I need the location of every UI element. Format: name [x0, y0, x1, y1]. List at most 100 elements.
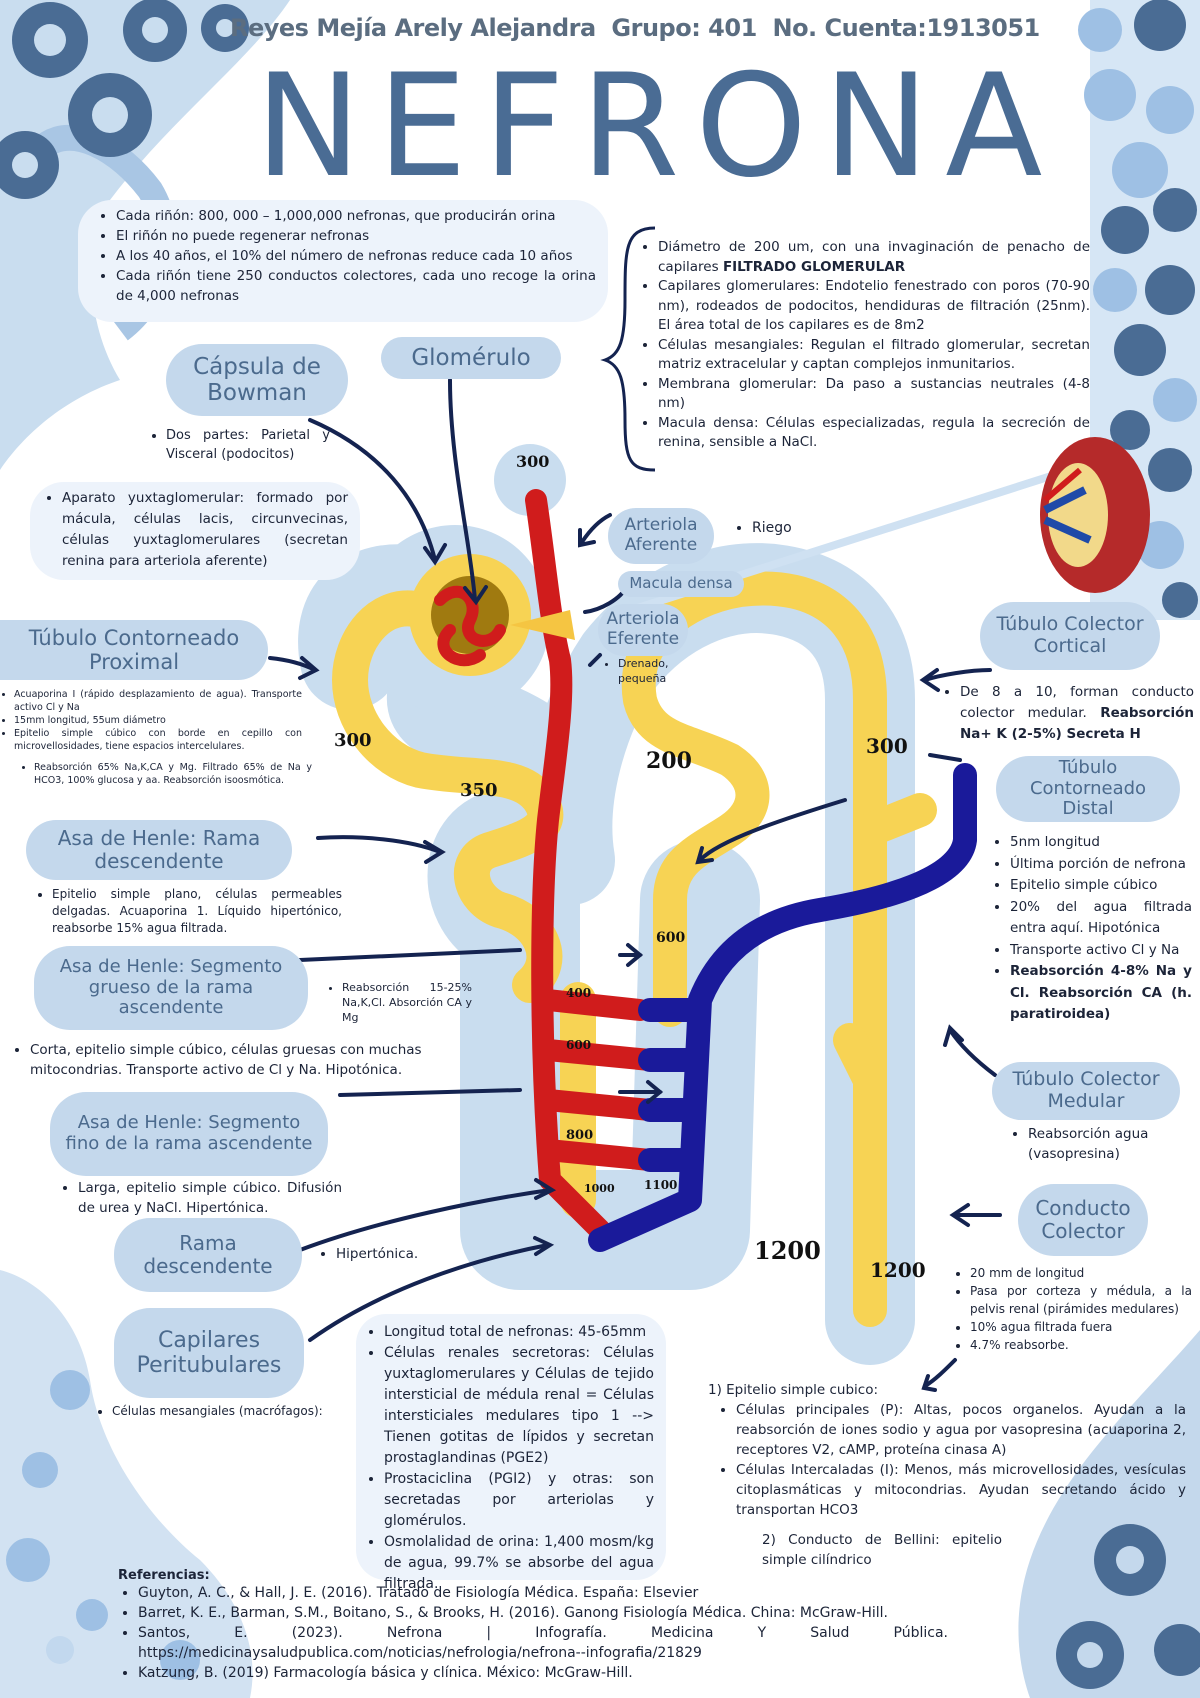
- distal-tubule: [621, 571, 937, 1327]
- reference-item: Katzung, B. (2019) Farmacología básica y…: [138, 1663, 948, 1683]
- group-label: Grupo: 401: [611, 14, 757, 42]
- note-medular: Reabsorción agua (vasopresina): [1010, 1124, 1170, 1164]
- list-item: Acuaporina I (rápido desplazamiento de a…: [14, 688, 302, 714]
- osm-1100: 1100: [644, 1178, 678, 1192]
- label-conducto-colector: Conducto Colector: [1018, 1184, 1148, 1256]
- list-item: Reabsorción 4-8% Na y Cl. Reabsorción CA…: [1010, 961, 1192, 1026]
- list-item: Células Intercaladas (I): Menos, más mic…: [736, 1460, 1186, 1520]
- note-yuxtaglomerular-box: Aparato yuxtaglomerular: formado por mác…: [30, 482, 360, 580]
- list-item: Última porción de nefrona: [1010, 854, 1192, 876]
- osm-collector-top: 300: [866, 734, 908, 758]
- osm-top: 300: [516, 452, 550, 471]
- references: Referencias: Guyton, A. C., & Hall, J. E…: [118, 1568, 948, 1683]
- list-item: Drenado, pequeña: [618, 656, 676, 686]
- corner-blob-bottom-left: [0, 1270, 253, 1698]
- references-heading: Referencias:: [118, 1568, 210, 1583]
- note-rama-desc: Hipertónica.: [318, 1244, 438, 1264]
- label-tubulo-proximal: Túbulo Contorneado Proximal: [0, 620, 268, 680]
- list-item: Membrana glomerular: Da paso a sustancia…: [658, 375, 1090, 414]
- label-colector-cortical: Túbulo Colector Cortical: [980, 602, 1160, 670]
- account-number: No. Cuenta:1913051: [772, 14, 1040, 42]
- osm-1200-collector: 1200: [870, 1258, 926, 1282]
- label-asa-grueso: Asa de Henle: Segmento grueso de la rama…: [34, 946, 308, 1030]
- list-item: Prostaciclina (PGI2) y otras: son secret…: [384, 1469, 654, 1532]
- list-item: Reabsorción agua (vasopresina): [1028, 1124, 1170, 1164]
- pointer-arrows: [268, 378, 1002, 1392]
- page-title: NEFRONA: [255, 44, 1059, 209]
- list-item: 20% del agua filtrada entra aquí. Hipotó…: [1010, 897, 1192, 940]
- list-item: Células renales secretoras: Células yuxt…: [384, 1343, 654, 1469]
- list-item: Riego: [752, 518, 792, 538]
- label-asa-descendente: Asa de Henle: Rama descendente: [26, 820, 292, 880]
- list-item: Diámetro de 200 um, con una invaginación…: [658, 238, 1090, 277]
- list-item: A los 40 años, el 10% del número de nefr…: [116, 246, 596, 266]
- osm-1200-free: 1200: [754, 1236, 821, 1265]
- list-item: 5nm longitud: [1010, 832, 1192, 854]
- label-colector-medular: Túbulo Colector Medular: [992, 1062, 1180, 1120]
- list-item: Epitelio simple cúbico: [1010, 875, 1192, 897]
- note-descendente: Epitelio simple plano, células permeable…: [34, 886, 342, 937]
- osm-600-desc: 600: [566, 1038, 592, 1052]
- osm-600-asc: 600: [656, 930, 686, 946]
- list-item: Células mesangiales: Regulan el filtrado…: [658, 336, 1090, 375]
- osm-400: 400: [566, 986, 592, 1000]
- bellini-note: 2) Conducto de Bellini: epitelio simple …: [762, 1532, 1002, 1568]
- vein-vessels: [588, 763, 977, 1252]
- note-proximal: Acuaporina I (rápido desplazamiento de a…: [2, 688, 312, 787]
- glomerular-brace: [600, 226, 656, 472]
- label-arteriola-aferente: Arteriola Aferente: [608, 508, 714, 564]
- glomerulus-facts: Diámetro de 200 um, con una invaginación…: [640, 238, 1090, 453]
- list-item: Epitelio simple plano, células permeable…: [52, 886, 342, 937]
- list-item: Dos partes: Parietal y Visceral (podocit…: [166, 426, 330, 464]
- list-item: Células principales (P): Altas, pocos or…: [736, 1400, 1186, 1460]
- list-item: Células mesangiales (macrófagos):: [112, 1404, 354, 1418]
- osm-distal-200: 200: [646, 748, 692, 774]
- note-riego: Riego: [734, 518, 792, 538]
- label-tubulo-distal: Túbulo Contorneado Distal: [996, 756, 1180, 822]
- osm-800: 800: [566, 1128, 594, 1143]
- label-macula-densa: Macula densa: [618, 571, 744, 597]
- list-item: 10% agua filtrada fuera: [970, 1318, 1192, 1336]
- note-grueso-main: Corta, epitelio simple cúbico, células g…: [12, 1040, 432, 1080]
- artery-vessels: [525, 489, 661, 1241]
- list-item: 4.7% reabsorbe.: [970, 1336, 1192, 1354]
- list-item: Cada riñón tiene 250 conductos colectore…: [116, 266, 596, 306]
- label-arteriola-eferente: Arteriola Eferente: [598, 604, 688, 656]
- note-grueso-side: Reabsorción 15-25% Na,K,Cl. Absorción CA…: [324, 980, 472, 1025]
- list-item: El riñón no puede regenerar nefronas: [116, 226, 596, 246]
- list-item: Aparato yuxtaglomerular: formado por mác…: [62, 488, 348, 572]
- list-item: Hipertónica.: [336, 1244, 438, 1264]
- note-capsula: Dos partes: Parietal y Visceral (podocit…: [148, 426, 330, 464]
- list-item: 20 mm de longitud: [970, 1264, 1192, 1282]
- note-cortical: De 8 a 10, forman conducto colector medu…: [942, 682, 1194, 745]
- general-facts-box: Cada riñón: 800, 000 – 1,000,000 nefrona…: [78, 200, 608, 322]
- epitelio-title: 1) Epitelio simple cubico:: [708, 1382, 879, 1398]
- list-item: 15mm longitud, 55um diámetro: [14, 714, 302, 727]
- list-item: Pasa por corteza y médula, a la pelvis r…: [970, 1282, 1192, 1318]
- center-facts-box: Longitud total de nefronas: 45-65mm Célu…: [356, 1314, 666, 1592]
- osm-1000: 1000: [584, 1182, 615, 1195]
- header-line: Reyes Mejía Arely Alejandra Grupo: 401 N…: [230, 14, 1080, 42]
- reference-item: Santos, E. (2023). Nefrona | Infografía.…: [138, 1623, 948, 1663]
- list-item: Macula densa: Células especializadas, re…: [658, 414, 1090, 453]
- list-item: Epitelio simple cúbico con borde en cepi…: [14, 727, 302, 753]
- reference-item: Barret, K. E., Barman, S.M., Boitano, S.…: [138, 1603, 948, 1623]
- author-name: Reyes Mejía Arely Alejandra: [230, 14, 596, 42]
- note-drenado: Drenado, pequeña: [606, 656, 676, 686]
- list-item: De 8 a 10, forman conducto colector medu…: [960, 682, 1194, 745]
- list-item: Larga, epitelio simple cúbico. Difusión …: [78, 1178, 342, 1218]
- note-capilares: Células mesangiales (macrófagos):: [94, 1404, 354, 1418]
- note-conducto: 20 mm de longitud Pasa por corteza y méd…: [952, 1264, 1192, 1354]
- label-glomerulo: Glomérulo: [381, 337, 561, 379]
- list-item: Reabsorción 15-25% Na,K,Cl. Absorción CA…: [342, 980, 472, 1025]
- note-distal: 5nm longitud Última porción de nefrona E…: [992, 832, 1192, 1026]
- corner-blob-top-left: [0, 0, 290, 470]
- general-facts-list: Cada riñón: 800, 000 – 1,000,000 nefrona…: [98, 206, 596, 306]
- label-rama-descendente: Rama descendente: [114, 1218, 302, 1292]
- note-epitelio: 1) Epitelio simple cubico: Células princ…: [708, 1380, 1186, 1570]
- corner-blob-bottom-right: [1018, 1330, 1200, 1698]
- list-item: Longitud total de nefronas: 45-65mm: [384, 1322, 654, 1343]
- list-item: Capilares glomerulares: Endotelio fenest…: [658, 277, 1090, 336]
